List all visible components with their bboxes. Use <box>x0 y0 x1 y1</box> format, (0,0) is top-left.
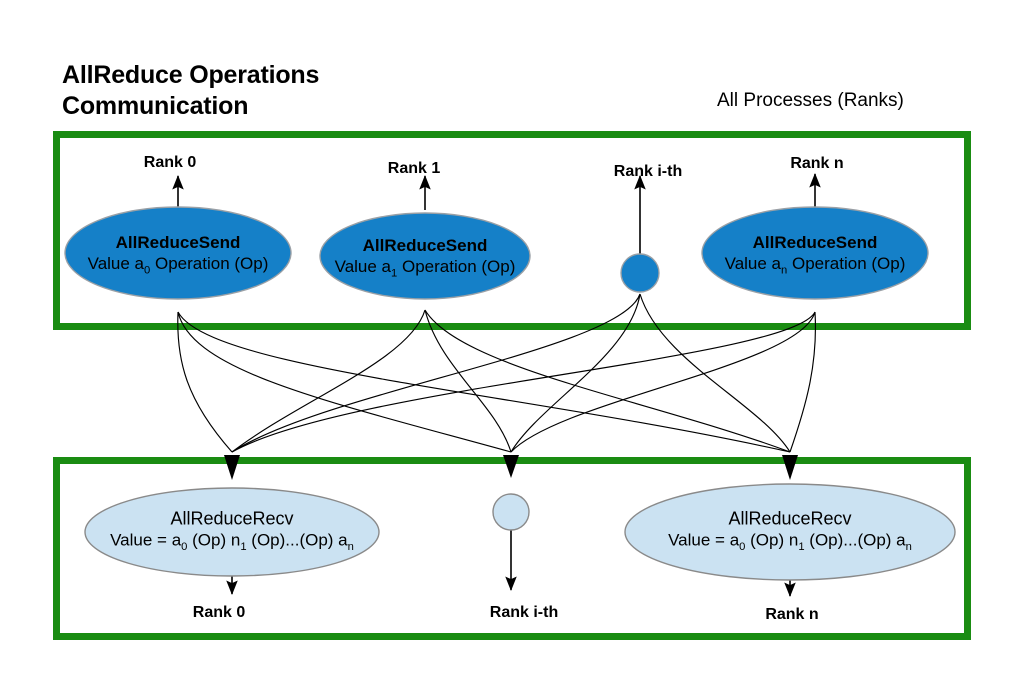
top-rank-arrows <box>172 173 821 254</box>
top-rank-label-n: Rank n <box>790 155 844 172</box>
node-allreducesend-rank0[interactable] <box>64 206 292 300</box>
top-group-box <box>53 131 971 330</box>
bottom-rank-label-n: Rank n <box>765 606 819 623</box>
top-rank-label-1: Rank 1 <box>387 160 441 177</box>
node-allreducerecv-rank0[interactable] <box>84 487 380 577</box>
node-allreducerecv-rank-ith[interactable] <box>492 493 530 531</box>
node-allreducerecv-rankn[interactable] <box>624 483 956 581</box>
connector-arrowheads <box>224 455 798 480</box>
top-rank-label-0: Rank 0 <box>143 154 197 171</box>
bottom-rank-label-0: Rank 0 <box>192 604 246 621</box>
node-allreducesend-rankn[interactable] <box>701 206 929 300</box>
bottom-rank-label-ith: Rank i-th <box>489 604 559 621</box>
diagram-title: AllReduce Operations Communication <box>62 61 320 121</box>
top-rank-label-ith: Rank i-th <box>613 163 683 180</box>
node-allreducesend-rank-ith[interactable] <box>620 253 660 293</box>
node-allreducesend-rank1[interactable] <box>319 212 531 300</box>
allreduce-connector-curves <box>177 293 817 453</box>
all-processes-label: All Processes (Ranks) <box>717 90 904 111</box>
